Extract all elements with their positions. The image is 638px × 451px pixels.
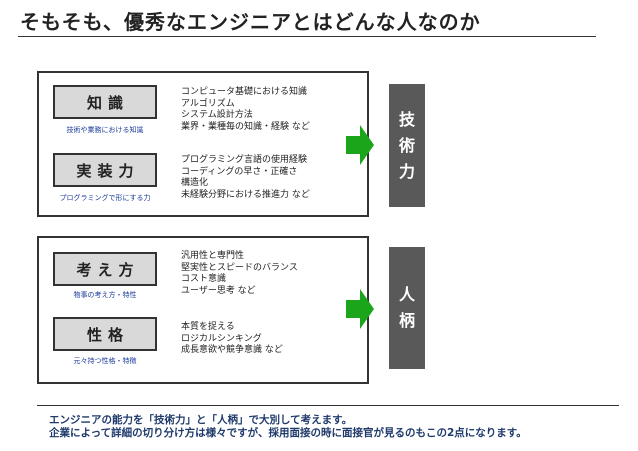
summary-text: エンジニアの能力を「技術力」と「人柄」で大別して考えます。 企業によって詳細の切…	[49, 414, 527, 440]
list-item: アルゴリズム	[181, 98, 235, 109]
list-item: コーディングの早さ・正確さ	[181, 166, 298, 177]
list-item: 成長意欲や競争意識 など	[181, 345, 283, 356]
implementation-box: 実装力	[53, 153, 157, 187]
page-title: そもそも、優秀なエンジニアとはどんな人なのか	[20, 10, 481, 34]
list-item: システム設計方法	[181, 110, 253, 121]
summary-divider	[37, 405, 619, 406]
list-item: 構造化	[181, 178, 209, 189]
personality-label: 人 柄	[389, 247, 425, 369]
label-char: 力	[398, 161, 415, 181]
label-char: 術	[398, 135, 415, 155]
knowledge-box: 知識	[53, 85, 157, 119]
label-char: 技	[398, 109, 415, 129]
skills-label: 技 術 力	[389, 84, 425, 207]
knowledge-caption: 技術や業務における知識	[66, 126, 144, 134]
label-char: 人	[398, 285, 415, 304]
implementation-caption: プログラミングで形にする力	[59, 194, 151, 202]
skills-group: 知識 技術や業務における知識 コンピュータ基礎における知識 アルゴリズム システ…	[37, 71, 369, 217]
summary-line: 企業によって詳細の切り分け方は様々ですが、採用面接の時に面接官が見るのもこの2点…	[49, 427, 527, 439]
list-item: コンピュータ基礎における知識	[181, 87, 308, 97]
character-caption: 元々持つ性格・特徴	[73, 357, 137, 365]
list-item: 堅実性とスピードのバランス	[181, 262, 298, 273]
list-item: 汎用性と専門性	[181, 251, 245, 261]
mindset-caption: 物事の考え方・特性	[73, 291, 137, 299]
mindset-box: 考え方	[53, 252, 157, 286]
knowledge-items: コンピュータ基礎における知識 アルゴリズム システム設計方法 業界・業種毎の知識…	[181, 87, 310, 133]
list-item: ユーザー思考 など	[181, 285, 256, 296]
implementation-items: プログラミング言語の使用経験 コーディングの早さ・正確さ 構造化 未経験分野にお…	[181, 155, 310, 201]
list-item: コスト意識	[181, 274, 227, 285]
list-item: 本質を捉える	[181, 322, 235, 332]
list-item: 業界・業種毎の知識・経験 など	[181, 121, 310, 132]
list-item: ロジカルシンキング	[181, 333, 262, 344]
arrow-right-icon	[346, 289, 374, 329]
mindset-items: 汎用性と専門性 堅実性とスピードのバランス コスト意識 ユーザー思考 など	[181, 251, 298, 297]
label-char: 柄	[398, 311, 415, 330]
list-item: 未経験分野における推進力 など	[181, 189, 310, 200]
character-box: 性格	[53, 317, 157, 351]
summary-line: エンジニアの能力を「技術力」と「人柄」で大別して考えます。	[49, 414, 353, 426]
character-items: 本質を捉える ロジカルシンキング 成長意欲や競争意識 など	[181, 322, 283, 357]
arrow-right-icon	[346, 125, 374, 165]
title-underline	[18, 36, 596, 37]
list-item: プログラミング言語の使用経験	[181, 155, 308, 165]
personality-group: 考え方 物事の考え方・特性 汎用性と専門性 堅実性とスピードのバランス コスト意…	[37, 236, 369, 384]
